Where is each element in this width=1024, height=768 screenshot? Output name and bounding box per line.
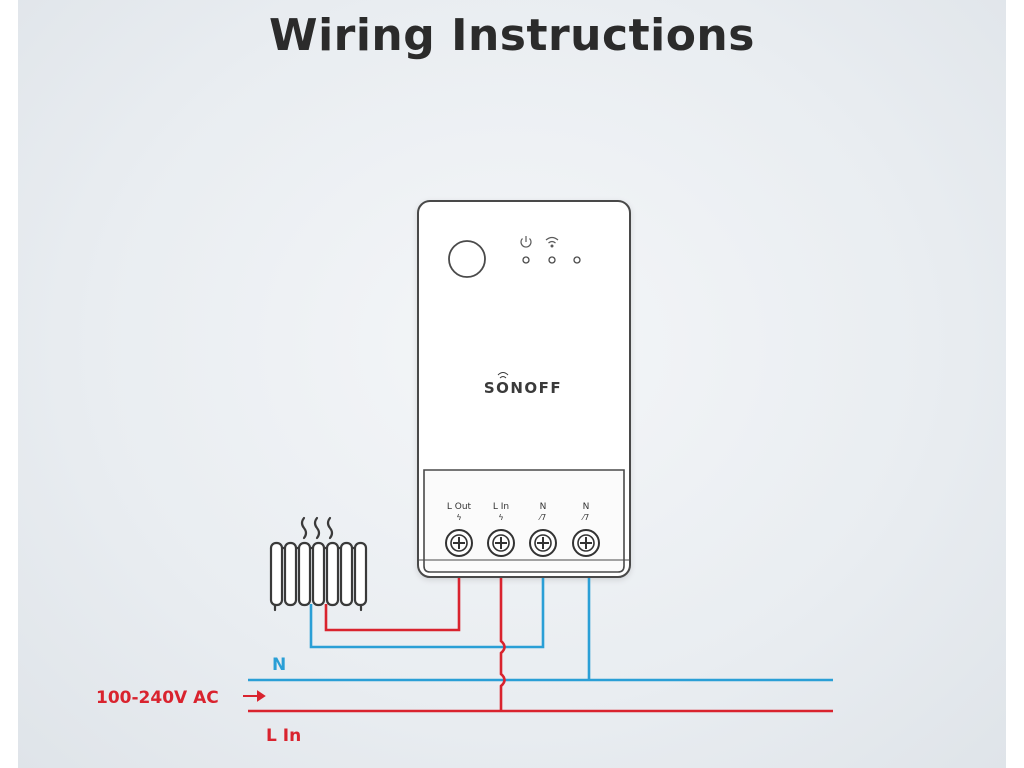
brand-logo: SONOFF xyxy=(484,379,562,397)
arrow-right-icon xyxy=(243,690,266,702)
led-indicator xyxy=(548,256,556,264)
terminal-l-in: L In ϟ xyxy=(487,502,515,557)
wifi-icon xyxy=(545,236,559,248)
page-title: Wiring Instructions xyxy=(269,10,755,61)
heater-icon xyxy=(269,516,368,612)
terminal-block: L Out ϟ L In ϟ N ⁄7 N ⁄7 xyxy=(445,502,600,557)
heater-neutral-wire xyxy=(309,578,545,649)
svg-text:L In: L In xyxy=(493,502,509,512)
terminal-n-2: N ⁄7 xyxy=(572,502,600,557)
svg-text:L Out: L Out xyxy=(447,502,472,512)
l-in-wire xyxy=(499,578,506,711)
live-line-label: L In xyxy=(266,726,301,746)
supply-voltage-label: 100-240V AC xyxy=(96,688,219,708)
l-out-wire xyxy=(324,578,461,632)
brand-signal-icon xyxy=(497,372,509,379)
sonoff-device: SONOFF xyxy=(417,200,631,578)
led-indicator xyxy=(573,256,581,264)
led-indicator xyxy=(522,256,530,264)
svg-text:ϟ: ϟ xyxy=(498,513,503,522)
svg-text:N: N xyxy=(540,502,547,512)
terminal-l-out: L Out ϟ xyxy=(445,502,473,557)
svg-text:N: N xyxy=(583,502,590,512)
pairing-button xyxy=(448,240,486,278)
svg-text:ϟ: ϟ xyxy=(456,513,461,522)
neutral-line-label: N xyxy=(272,655,286,675)
terminal-n-1: N ⁄7 xyxy=(529,502,557,557)
svg-text:⁄7: ⁄7 xyxy=(538,513,546,522)
power-icon xyxy=(520,236,532,248)
wires xyxy=(248,578,833,713)
svg-text:⁄7: ⁄7 xyxy=(581,513,589,522)
